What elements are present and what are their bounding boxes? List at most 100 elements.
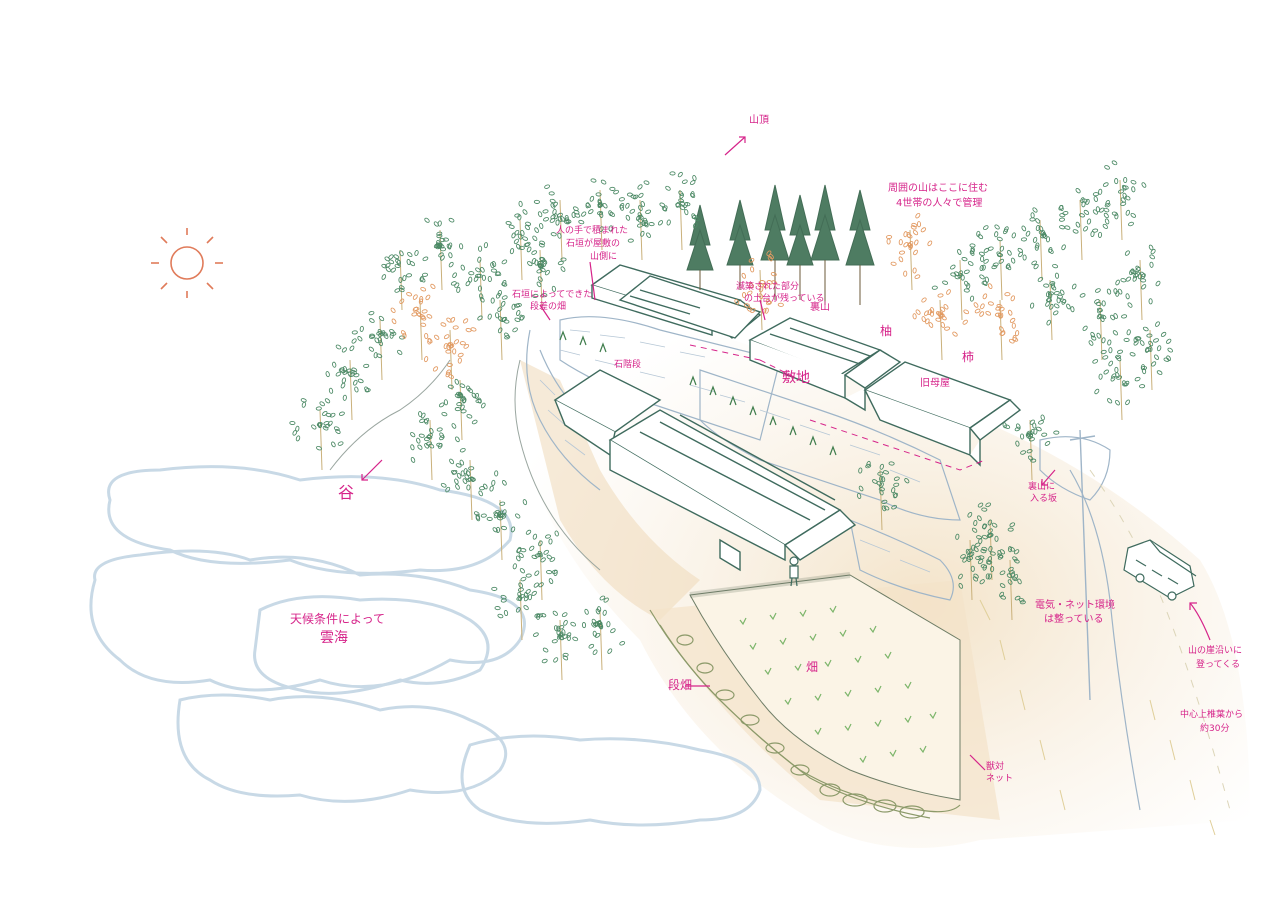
- tree-leaf: [543, 549, 549, 555]
- tree-leaf: [337, 441, 344, 446]
- tree-leaf: [533, 582, 539, 588]
- tree-leaf: [1033, 428, 1038, 435]
- tree-leaf: [927, 240, 933, 247]
- tree-leaf: [996, 253, 1004, 258]
- tree-leaf: [1148, 340, 1154, 347]
- utility-pole: [1069, 429, 1096, 701]
- tree-leaf: [1007, 579, 1013, 585]
- tree-leaf: [625, 214, 631, 221]
- tree-leaf: [570, 621, 577, 627]
- tree-leaf: [878, 487, 885, 492]
- tree-leaf: [502, 479, 507, 486]
- tree-leaf: [357, 378, 364, 384]
- tree-leaf: [992, 262, 999, 267]
- tree-leaf: [629, 208, 636, 214]
- tree-leaf: [915, 309, 921, 315]
- tree-leaf: [1070, 306, 1075, 313]
- tree-leaf: [292, 429, 298, 436]
- tree-leaf: [903, 270, 908, 277]
- tree-leaf: [914, 239, 919, 246]
- tree-leaf: [1156, 345, 1162, 352]
- tree-leaf: [434, 334, 440, 340]
- tree-trunk: [379, 319, 383, 381]
- tree-leaf: [662, 205, 668, 212]
- tree-leaf: [467, 477, 474, 482]
- tree-leaf: [351, 330, 358, 335]
- tree-leaf: [406, 292, 413, 297]
- tree-leaf: [532, 235, 538, 241]
- tree-leaf: [459, 459, 465, 466]
- tree-leaf: [991, 264, 998, 270]
- tree-leaf: [890, 261, 897, 266]
- tree-leaf: [421, 309, 428, 314]
- tree-leaf: [1146, 333, 1153, 338]
- tree-leaf: [777, 302, 784, 307]
- tree-leaf: [553, 569, 558, 577]
- tree-leaf: [1075, 221, 1081, 228]
- tree-leaf: [1029, 217, 1036, 222]
- tree-leaf: [1102, 355, 1109, 360]
- tree-leaf: [1148, 298, 1153, 305]
- tree-leaf: [603, 597, 609, 603]
- tree-leaf: [883, 470, 889, 475]
- tree-leaf: [1083, 226, 1089, 232]
- tree-leaf: [979, 579, 985, 585]
- tree-leaf: [638, 214, 644, 220]
- tree-leaf: [996, 236, 1003, 242]
- tree-leaf: [981, 534, 988, 540]
- tree-leaf: [1148, 345, 1153, 352]
- tree-leaf: [929, 307, 935, 314]
- tree-leaf: [447, 384, 454, 389]
- tree-leaf: [1009, 522, 1016, 528]
- tree-leaf: [514, 213, 521, 218]
- tree-leaf: [481, 274, 486, 281]
- tree-leaf: [678, 190, 684, 197]
- tree-trunk: [499, 499, 503, 561]
- tree-leaf: [295, 435, 301, 442]
- tree-leaf: [1125, 399, 1131, 406]
- tree-leaf: [606, 621, 611, 628]
- annotation-arrows: [361, 136, 1211, 771]
- tree-leaf: [1035, 218, 1041, 224]
- tree-leaf: [689, 192, 696, 199]
- tree-leaf: [976, 535, 983, 540]
- tree-leaf: [635, 215, 641, 221]
- tree-leaf: [443, 334, 450, 340]
- tree-leaf: [501, 282, 508, 287]
- tree-leaf: [1106, 398, 1113, 404]
- tree-leaf: [1120, 278, 1127, 283]
- tree-leaf: [1004, 424, 1011, 429]
- tree-leaf: [474, 392, 479, 399]
- tree-leaf: [534, 259, 539, 266]
- tree-leaf: [527, 261, 533, 267]
- conifer-trunks: [699, 260, 861, 305]
- tree-leaf: [328, 387, 334, 394]
- tree-leaf: [1025, 230, 1031, 237]
- tree-leaf: [377, 336, 383, 344]
- tree-leaf: [960, 274, 965, 281]
- tree-leaf: [536, 281, 542, 288]
- tree-leaf: [1095, 301, 1102, 306]
- tree-leaf: [399, 250, 404, 257]
- tree-leaf: [1112, 330, 1119, 336]
- tree-leaf: [641, 219, 646, 227]
- tree-leaf: [566, 634, 571, 641]
- tree-leaf: [557, 232, 562, 239]
- tree-leaf: [504, 335, 511, 340]
- tree-leaf: [987, 573, 992, 580]
- tree-leaf: [412, 294, 418, 300]
- tree-leaf: [1097, 231, 1103, 238]
- tree-leaf: [746, 290, 753, 296]
- tree-leaf: [517, 591, 522, 598]
- tree-leaf: [406, 258, 411, 266]
- label-road-1: 山の崖沿いに: [1188, 646, 1243, 656]
- tree-leaf: [973, 302, 979, 308]
- tree-leaf: [1117, 288, 1123, 295]
- tree-leaf: [1145, 347, 1152, 353]
- tree-leaf: [353, 379, 358, 386]
- tree-leaf: [487, 313, 492, 320]
- tree-leaf: [1038, 230, 1045, 236]
- tree-leaf: [916, 221, 922, 228]
- tree-leaf: [550, 232, 557, 237]
- tree-leaf: [1059, 289, 1065, 296]
